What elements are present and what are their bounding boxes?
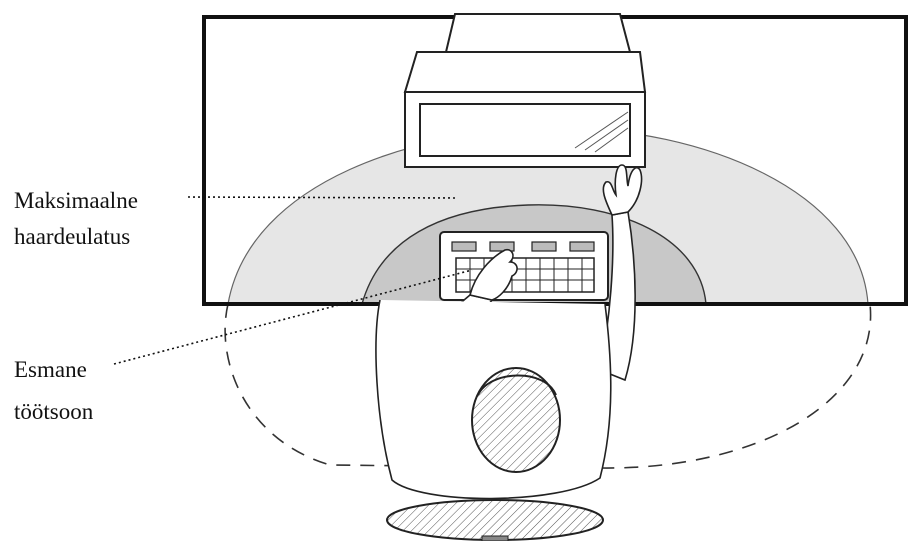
label-max-reach-line1: Maksimaalne — [14, 186, 138, 216]
chair — [387, 500, 603, 541]
label-primary-zone-line1: Esmane — [14, 355, 87, 385]
label-max-reach-line2: haardeulatus — [14, 222, 130, 252]
monitor — [405, 14, 645, 167]
keyboard — [440, 232, 608, 300]
label-primary-zone-line2: töötsoon — [14, 397, 93, 427]
person-head — [472, 368, 560, 472]
